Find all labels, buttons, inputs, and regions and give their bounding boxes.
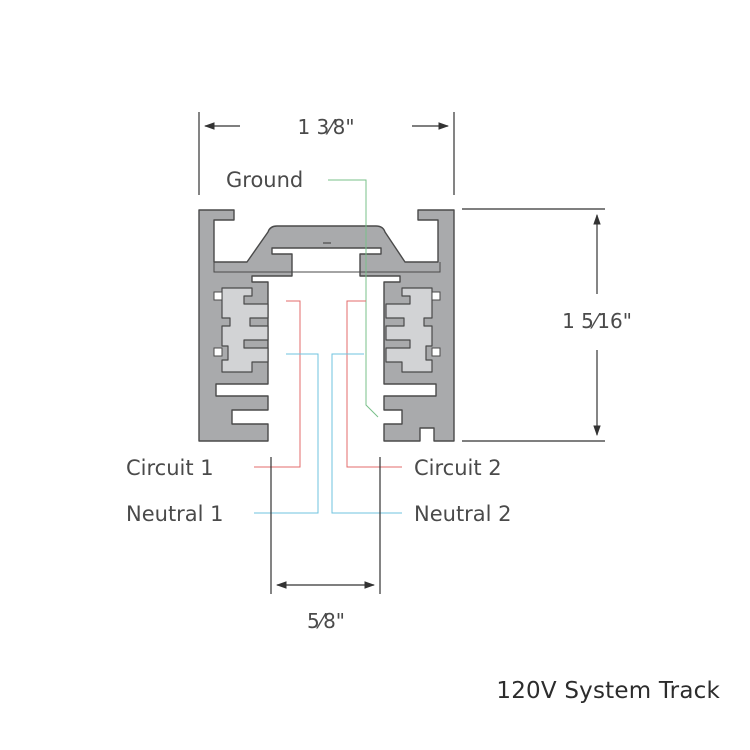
circuit-1-label: Circuit 1 <box>126 456 214 480</box>
width-dimension-label: 1 3⁄8" <box>297 115 354 139</box>
neutral-2-label: Neutral 2 <box>414 502 512 526</box>
insulator-right <box>385 287 433 373</box>
spacing-dimension-label: 5⁄8" <box>307 609 345 633</box>
height-dimension: 1 5⁄16" <box>462 208 632 442</box>
spacing-dimension: 5⁄8" <box>270 457 381 633</box>
width-dimension: 1 3⁄8" <box>198 112 455 195</box>
ground-leader <box>328 179 379 418</box>
diagram-caption: 120V System Track <box>496 678 720 704</box>
ground-label: Ground <box>226 168 303 192</box>
track-profile <box>198 209 455 442</box>
circuit-2-label: Circuit 2 <box>414 456 502 480</box>
neutral-1-leader <box>254 353 319 514</box>
neutral-2-leader <box>331 353 402 514</box>
neutral-1-label: Neutral 1 <box>126 502 224 526</box>
insulator-left <box>221 287 269 373</box>
height-dimension-label: 1 5⁄16" <box>562 309 632 333</box>
circuit-1-leader <box>254 300 301 468</box>
leader-lines <box>254 179 402 514</box>
circuit-2-leader <box>346 300 402 468</box>
track-body <box>198 209 455 442</box>
